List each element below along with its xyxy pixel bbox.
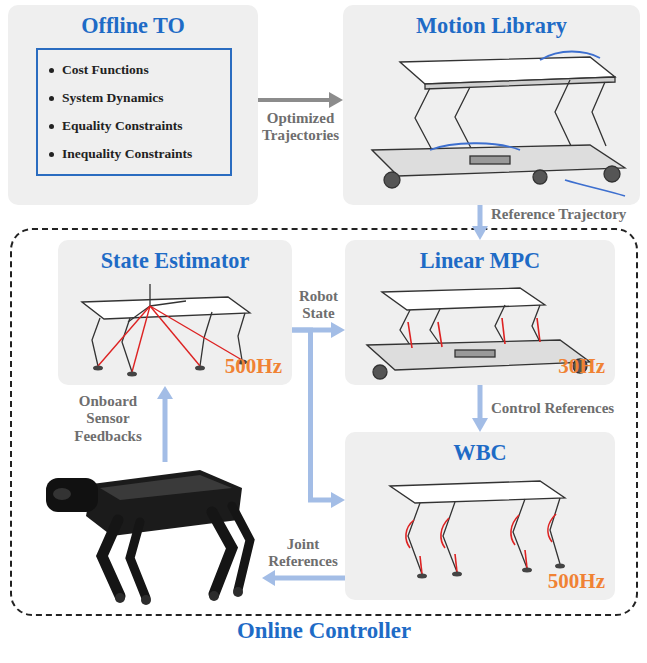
connector (258, 92, 343, 108)
robot-dog (46, 470, 250, 605)
wbc-sketch (390, 481, 565, 579)
list-item: Equality Constraints (62, 118, 222, 134)
arrow-head (472, 226, 488, 240)
list-item: System Dynamics (62, 90, 222, 106)
connector-line (478, 205, 483, 228)
panel-title: Online Controller (12, 618, 636, 644)
panel-title: State Estimator (58, 248, 292, 274)
mpc-sketch (367, 288, 590, 379)
connector (472, 385, 488, 432)
signal-label: Joint References (262, 536, 344, 571)
robot-arrows (157, 386, 345, 586)
panel-title: Linear MPC (345, 248, 615, 274)
signal-label: Onboard Sensor Feedbacks (58, 393, 158, 445)
panel-title: Offline TO (8, 13, 258, 39)
list-item: Inequality Constraints (62, 146, 222, 162)
module-panel: WBC 500Hz (345, 432, 615, 600)
frequency-label: 30Hz (558, 354, 605, 379)
panel-title: Motion Library (343, 13, 640, 39)
panel-title: WBC (345, 440, 615, 466)
frequency-label: 500Hz (548, 569, 605, 594)
list-item: Cost Functions (62, 62, 222, 78)
edge-label: Robot State (292, 288, 345, 323)
connector (292, 330, 345, 508)
edge-label: Optimized Trajectories (259, 110, 342, 145)
arrow-head (331, 322, 345, 338)
arrow-head (472, 418, 488, 432)
connector-line (258, 98, 331, 102)
frequency-label: 500Hz (225, 354, 282, 379)
connector-line (292, 330, 333, 500)
edge-label: Reference Trajectory (491, 206, 626, 223)
connector (472, 205, 488, 240)
edge-label: Control References (491, 400, 614, 417)
connector-line (478, 385, 483, 420)
state-estimator-sketch (82, 284, 250, 377)
arrow-head (329, 92, 343, 108)
module-panel: Offline TO Cost FunctionsSystem DynamicsE… (8, 5, 258, 205)
arrow-head (331, 492, 345, 508)
content-box: Cost FunctionsSystem DynamicsEquality Co… (36, 48, 232, 176)
motion-library-sketch (372, 52, 625, 197)
